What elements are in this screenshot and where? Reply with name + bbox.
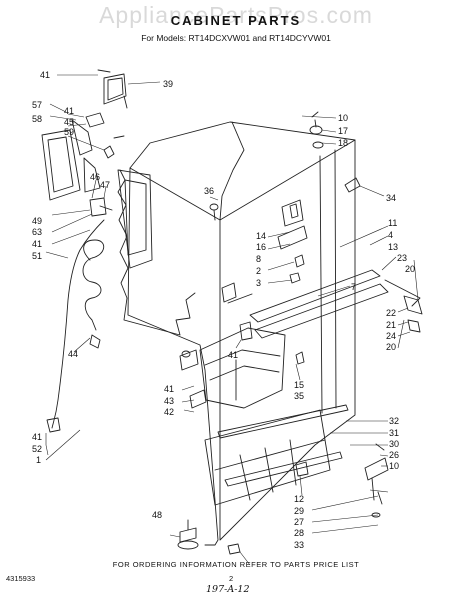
callout-10b: 10 <box>389 461 399 471</box>
callout-42: 42 <box>164 407 174 417</box>
callout-33: 33 <box>294 540 304 550</box>
callout-48: 48 <box>152 510 162 520</box>
callout-17: 17 <box>338 126 348 136</box>
callout-41e: 41 <box>228 350 238 360</box>
callout-41d: 41 <box>32 432 42 442</box>
callout-22: 22 <box>386 308 396 318</box>
callout-58: 58 <box>32 114 42 124</box>
callout-39: 39 <box>163 79 173 89</box>
callout-47: 47 <box>100 180 110 190</box>
handwritten-note: 197-A-12 <box>206 584 250 595</box>
callout-49: 49 <box>32 216 42 226</box>
callout-20b: 20 <box>386 342 396 352</box>
callout-29: 29 <box>294 506 304 516</box>
callout-20a: 20 <box>405 264 415 274</box>
callout-21: 21 <box>386 320 396 330</box>
callout-43: 43 <box>164 396 174 406</box>
callout-41f: 41 <box>164 384 174 394</box>
callout-11: 11 <box>388 218 397 228</box>
page-number: 2 <box>229 574 234 583</box>
callout-59: 59 <box>64 127 74 137</box>
callout-45: 45 <box>64 117 74 127</box>
callout-7: 7 <box>351 282 356 292</box>
callout-18: 18 <box>338 138 348 148</box>
watermark: AppliancePartsPros.com <box>99 2 373 28</box>
callout-4: 4 <box>388 230 393 240</box>
callout-10a: 10 <box>338 113 348 123</box>
callout-27: 27 <box>294 517 304 527</box>
callout-41b: 41 <box>64 106 74 116</box>
callout-3: 3 <box>256 278 261 288</box>
callout-52: 52 <box>32 444 42 454</box>
callout-31: 31 <box>389 428 399 438</box>
callout-41c: 41 <box>32 239 42 249</box>
callout-26: 26 <box>389 450 399 460</box>
callout-14: 14 <box>256 231 266 241</box>
callout-44: 44 <box>68 349 78 359</box>
callout-24: 24 <box>386 331 396 341</box>
callout-30: 30 <box>389 439 399 449</box>
callout-36: 36 <box>204 186 214 196</box>
callout-15: 15 <box>294 380 304 390</box>
model-subtitle: For Models: RT14DCXVW01 and RT14DCYVW01 <box>141 33 331 43</box>
callout-8: 8 <box>256 254 261 264</box>
callout-1: 1 <box>36 455 41 465</box>
callout-labels: 41 39 57 41 45 59 58 46 47 49 63 41 51 4… <box>32 70 415 550</box>
document-number: 4315933 <box>6 574 36 583</box>
callout-16: 16 <box>256 242 266 252</box>
callout-63: 63 <box>32 227 42 237</box>
page-title: CABINET PARTS <box>170 13 302 28</box>
callout-13: 13 <box>388 242 398 252</box>
callout-41a: 41 <box>40 70 50 80</box>
callout-12: 12 <box>294 494 304 504</box>
callout-34: 34 <box>386 193 396 203</box>
callout-2: 2 <box>256 266 261 276</box>
callout-28: 28 <box>294 528 304 538</box>
callout-57: 57 <box>32 100 42 110</box>
callout-32: 32 <box>389 416 399 426</box>
callout-51: 51 <box>32 251 42 261</box>
ordering-note: FOR ORDERING INFORMATION REFER TO PARTS … <box>112 560 360 569</box>
callout-35: 35 <box>294 391 304 401</box>
callout-23: 23 <box>397 253 407 263</box>
callout-46: 46 <box>90 172 100 182</box>
